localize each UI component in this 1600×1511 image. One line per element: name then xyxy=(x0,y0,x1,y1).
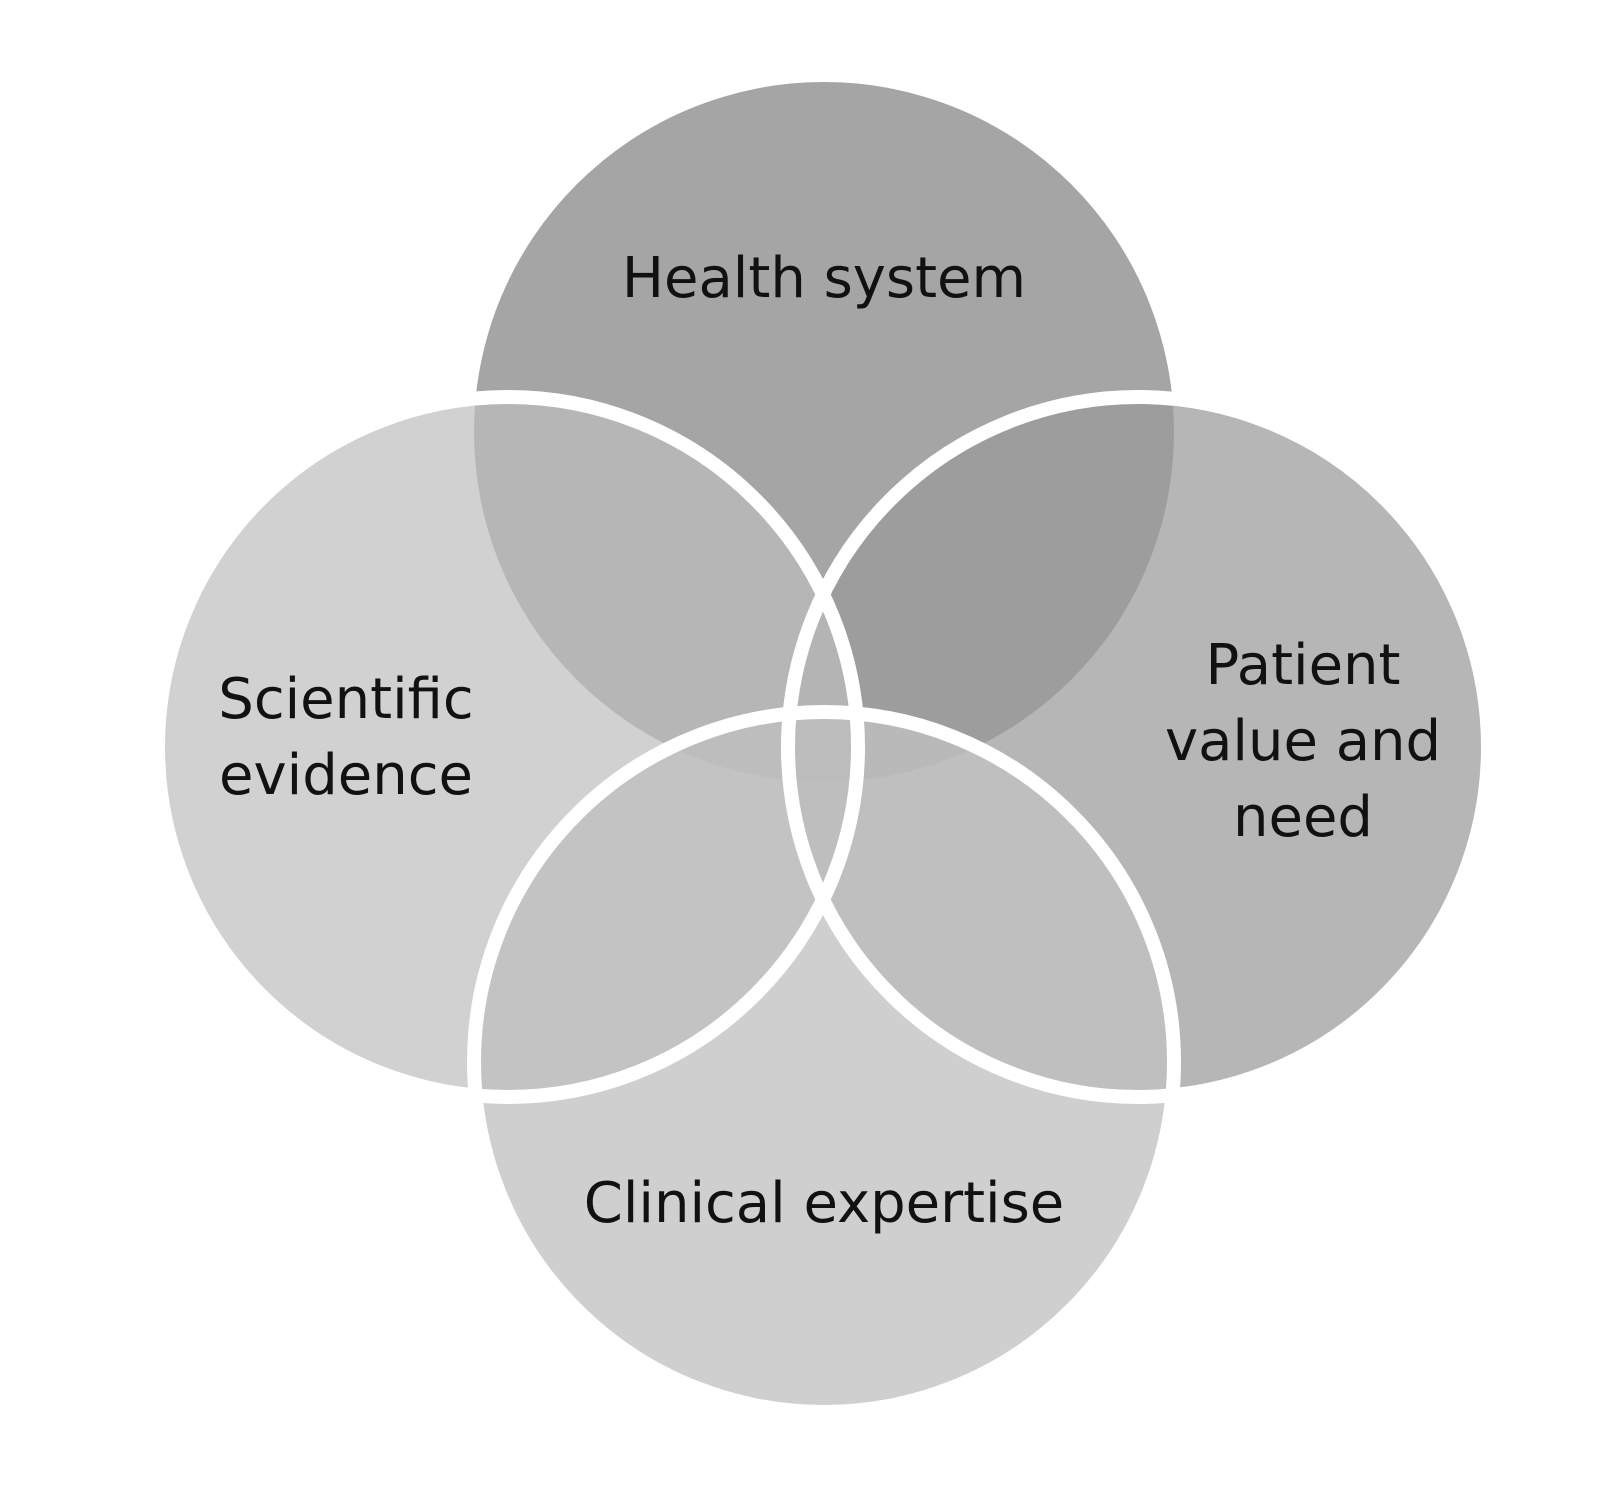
label-patient-value: Patient value and need xyxy=(1165,633,1441,850)
label-line: Health system xyxy=(622,246,1026,311)
circle-outline-clinical-expertise xyxy=(467,705,1181,1419)
label-line: need xyxy=(1233,785,1373,850)
label-scientific-evidence: Scientific evidence xyxy=(218,667,473,808)
label-line: evidence xyxy=(219,743,473,808)
circle-outline-patient-value xyxy=(781,390,1495,1104)
label-line: Scientific xyxy=(218,667,473,732)
venn-circles xyxy=(151,82,1495,1419)
label-line: Clinical expertise xyxy=(584,1171,1065,1236)
label-line: Patient xyxy=(1206,633,1401,698)
label-clinical-expertise: Clinical expertise xyxy=(584,1171,1065,1236)
label-line: value and xyxy=(1165,709,1441,774)
circle-outline-scientific-evidence xyxy=(151,390,865,1104)
circle-scientific-evidence xyxy=(158,397,858,1097)
label-health-system: Health system xyxy=(622,246,1026,311)
